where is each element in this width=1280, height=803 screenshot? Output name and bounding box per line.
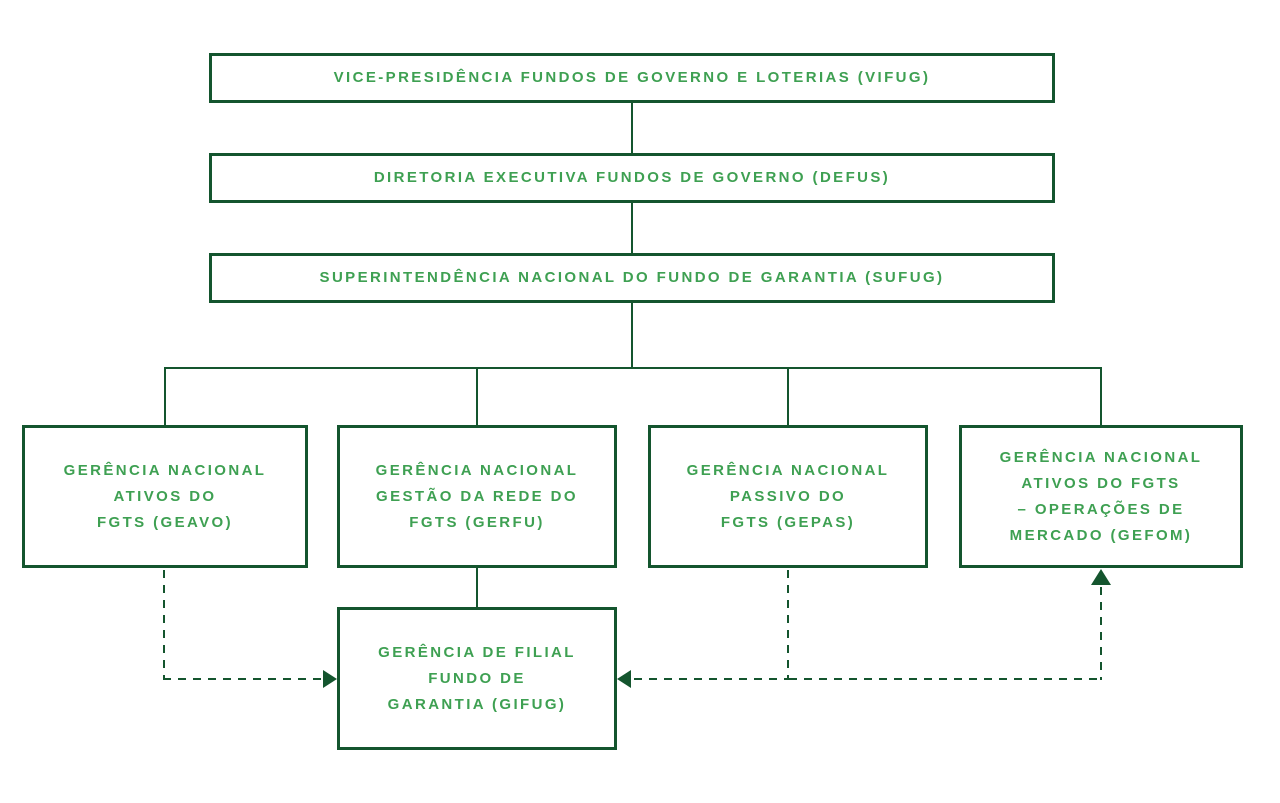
org-node-label: GERÊNCIA NACIONAL [686, 461, 890, 479]
dashed-connector-gepas-gefom [789, 678, 1101, 680]
dashed-connector-geavo-down [163, 570, 165, 679]
org-node-gifug: GERÊNCIA DE FILIAL FUNDO DE GARANTIA (GI… [337, 607, 617, 750]
org-node-label: GESTÃO DA REDE DO [376, 487, 578, 505]
dashed-connector-gefom-up [1100, 587, 1102, 680]
org-node-label: FGTS (GEPAS) [720, 513, 856, 531]
org-node-label: FGTS (GEAVO) [96, 513, 234, 531]
org-node-sufug: SUPERINTENDÊNCIA NACIONAL DO FUNDO DE GA… [209, 253, 1055, 303]
org-node-label: MERCADO (GEFOM) [1009, 526, 1193, 544]
org-node-vifug: VICE-PRESIDÊNCIA FUNDOS DE GOVERNO E LOT… [209, 53, 1055, 103]
connector-defus-sufug [631, 203, 633, 253]
org-node-label: VICE-PRESIDÊNCIA FUNDOS DE GOVERNO E LOT… [333, 69, 931, 86]
connector-gerfu-gifug [476, 568, 478, 607]
org-node-label: ATIVOS DO FGTS [1021, 474, 1181, 492]
org-node-gepas: GERÊNCIA NACIONAL PASSIVO DO FGTS (GEPAS… [648, 425, 928, 568]
arrow-right-icon [323, 670, 337, 688]
org-node-label: GARANTIA (GIFUG) [387, 695, 567, 713]
connector-sufug-stem [631, 303, 633, 368]
org-node-label: SUPERINTENDÊNCIA NACIONAL DO FUNDO DE GA… [319, 269, 945, 286]
org-node-geavo: GERÊNCIA NACIONAL ATIVOS DO FGTS (GEAVO) [22, 425, 308, 568]
org-node-label: DIRETORIA EXECUTIVA FUNDOS DE GOVERNO (D… [373, 169, 891, 186]
org-node-label: GERÊNCIA NACIONAL [375, 461, 579, 479]
org-node-label: FUNDO DE [428, 669, 526, 687]
org-node-gerfu: GERÊNCIA NACIONAL GESTÃO DA REDE DO FGTS… [337, 425, 617, 568]
org-node-label: GERÊNCIA DE FILIAL [378, 643, 576, 661]
arrow-up-icon [1091, 569, 1111, 585]
org-node-label: FGTS (GERFU) [409, 513, 545, 531]
org-node-label: ATIVOS DO [113, 487, 217, 505]
dashed-connector-gepas-gifug [634, 678, 789, 680]
connector-branch-gerfu [476, 367, 478, 425]
org-node-label: GERÊNCIA NACIONAL [999, 448, 1203, 466]
arrow-left-icon [617, 670, 631, 688]
org-node-gefom: GERÊNCIA NACIONAL ATIVOS DO FGTS – OPERA… [959, 425, 1243, 568]
org-node-label: GERÊNCIA NACIONAL [63, 461, 267, 479]
dashed-connector-gepas-down [787, 570, 789, 679]
org-node-defus: DIRETORIA EXECUTIVA FUNDOS DE GOVERNO (D… [209, 153, 1055, 203]
org-node-label: – OPERAÇÕES DE [1017, 500, 1185, 518]
connector-branch-geavo [164, 367, 166, 425]
connector-branch-gepas [787, 367, 789, 425]
connector-vifug-defus [631, 103, 633, 153]
org-node-label: PASSIVO DO [729, 487, 847, 505]
dashed-connector-geavo-gifug [163, 678, 321, 680]
connector-branch-gefom [1100, 367, 1102, 425]
connector-branch-bar [164, 367, 1102, 369]
